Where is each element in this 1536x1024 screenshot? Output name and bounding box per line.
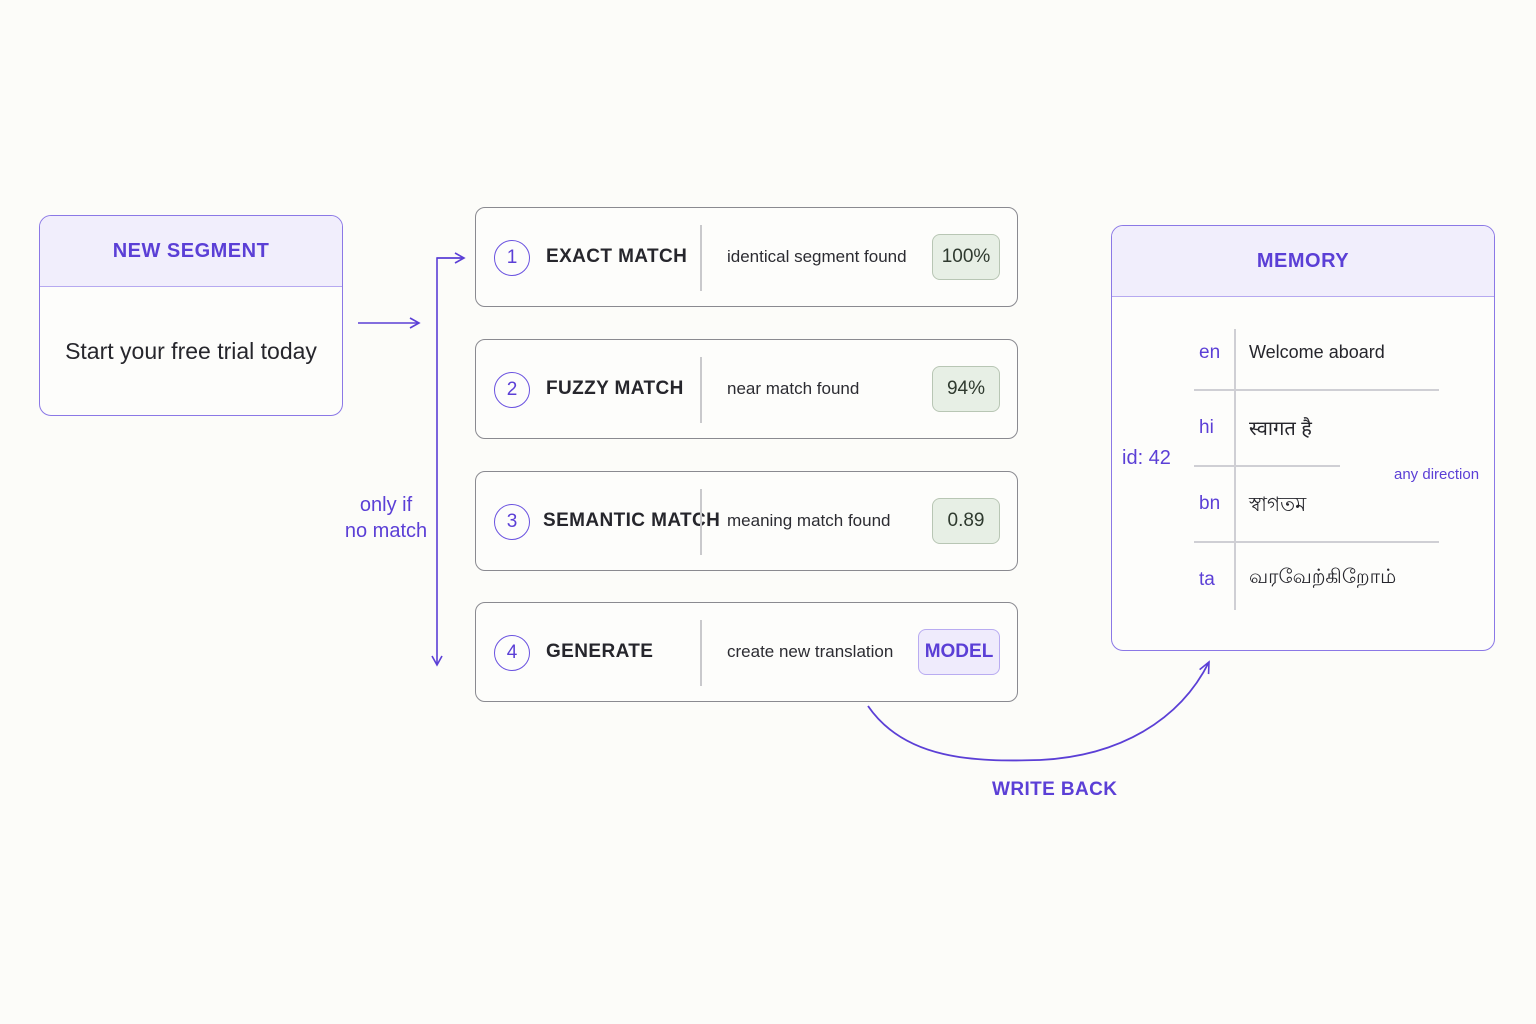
memory-title: MEMORY: [1112, 226, 1494, 297]
fallback-note-line2: no match: [344, 520, 428, 542]
memory-id-label: id: 42: [1122, 447, 1171, 469]
step-description: near match found: [727, 379, 860, 398]
step-description: meaning match found: [727, 511, 891, 530]
step-score-badge: 100%: [932, 234, 1000, 280]
step-card-exact-match: 1 EXACT MATCH identical segment found 10…: [475, 207, 1018, 307]
memory-text-bn: স্বাগতম: [1249, 494, 1307, 516]
step-title: EXACT MATCH: [546, 246, 688, 267]
step-card-semantic-match: 3 SEMANTIC MATCH meaning match found 0.8…: [475, 471, 1018, 571]
step-card-fuzzy-match: 2 FUZZY MATCH near match found 94%: [475, 339, 1018, 439]
step-score-badge: 0.89: [932, 498, 1000, 544]
step-divider: [700, 620, 702, 686]
memory-lang-hi: hi: [1199, 417, 1214, 438]
step-score-badge: 94%: [932, 366, 1000, 412]
memory-text-ta: வரவேற்கிறோம்: [1249, 566, 1397, 588]
step-divider: [700, 357, 702, 423]
fallback-flow-arrow: [431, 257, 463, 667]
step-card-generate: 4 GENERATE create new translation MODEL: [475, 602, 1018, 702]
memory-row-divider: [1194, 389, 1439, 391]
step-number: 1: [494, 240, 530, 276]
step-number: 3: [494, 504, 530, 540]
step-title: SEMANTIC MATCH: [543, 510, 721, 531]
new-segment-text: Start your free trial today: [65, 337, 317, 364]
write-back-label: WRITE BACK: [992, 779, 1118, 800]
fallback-note: only if no match: [336, 492, 436, 544]
memory-text-hi: स्वागत है: [1249, 418, 1312, 440]
step-number: 4: [494, 635, 530, 671]
step-title: FUZZY MATCH: [546, 378, 684, 399]
memory-text-en: Welcome aboard: [1249, 342, 1385, 362]
model-badge: MODEL: [918, 629, 1000, 675]
memory-row-divider: [1194, 465, 1340, 467]
step-description: identical segment found: [727, 247, 907, 266]
step-number: 2: [494, 372, 530, 408]
step-divider: [700, 489, 702, 555]
memory-lang-en: en: [1199, 342, 1221, 363]
memory-row-divider: [1194, 541, 1439, 543]
fallback-note-line1: only if: [359, 494, 413, 516]
new-segment-title: NEW SEGMENT: [40, 216, 342, 287]
step-description: create new translation: [727, 642, 894, 661]
memory-card: MEMORY: [1111, 225, 1495, 651]
direction-label: any direction: [1394, 466, 1480, 483]
memory-column-divider: [1234, 329, 1236, 610]
step-divider: [700, 225, 702, 291]
memory-lang-ta: ta: [1199, 569, 1215, 590]
memory-lang-bn: bn: [1199, 493, 1221, 514]
new-segment-card: NEW SEGMENT Start your free trial today: [39, 215, 343, 416]
step-title: GENERATE: [546, 641, 654, 662]
